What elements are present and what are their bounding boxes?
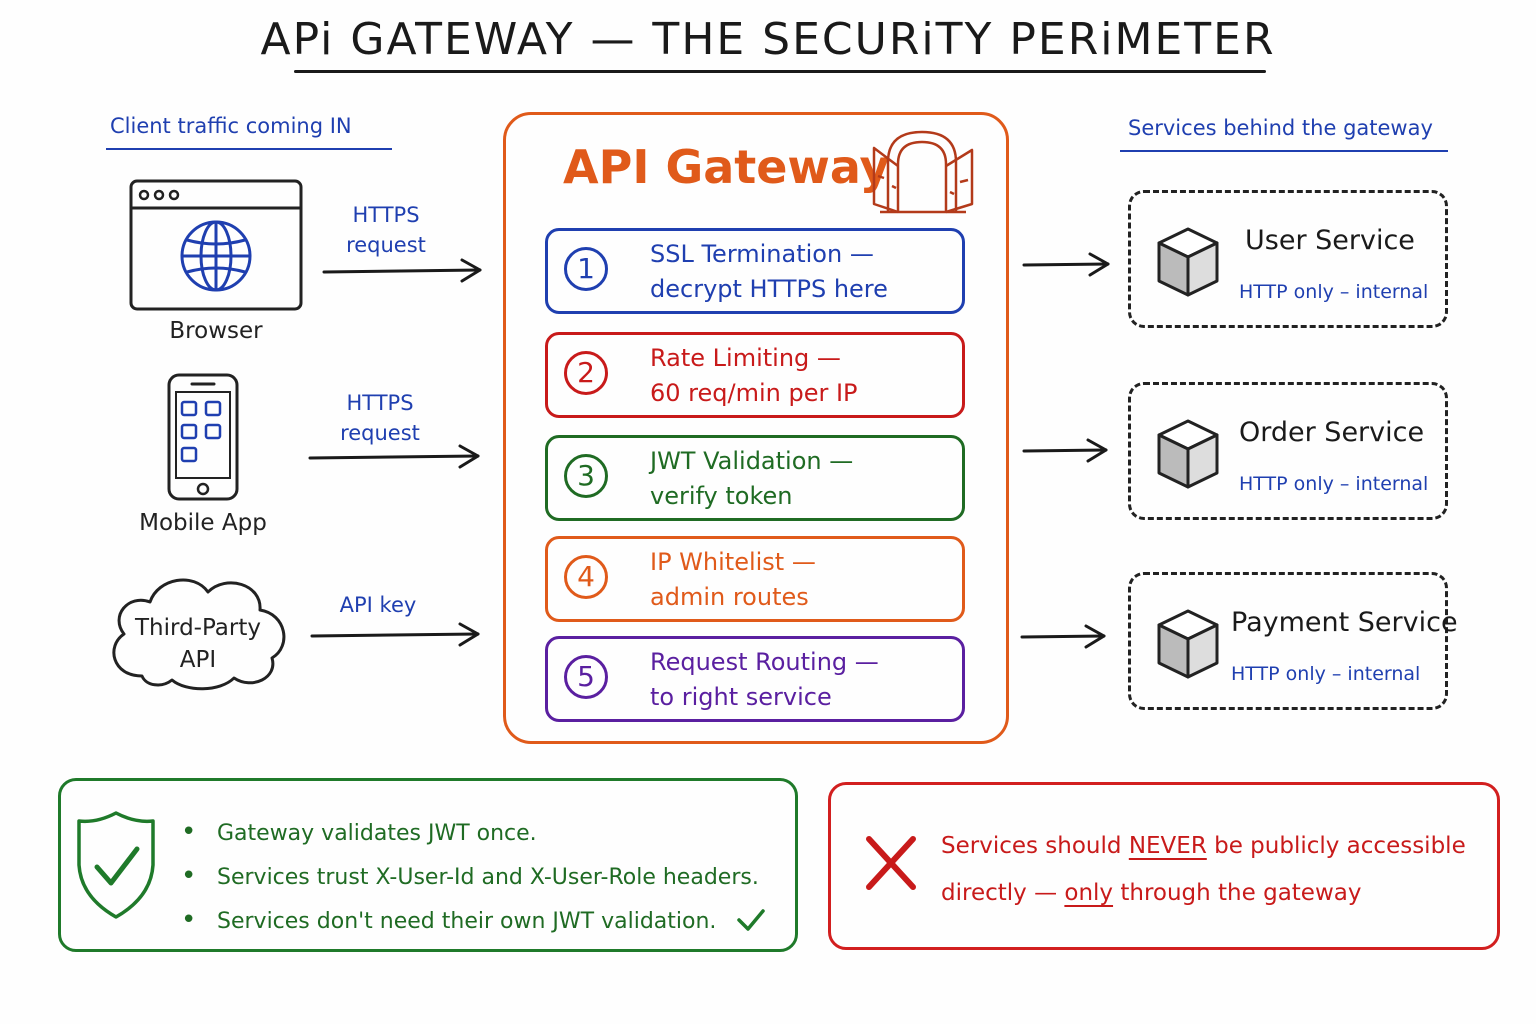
step-rate-limiting: 2 Rate Limiting — 60 req/min per IP — [545, 332, 965, 418]
clients-header-underline — [106, 148, 392, 150]
benefit-item: Services don't need their own JWT valida… — [181, 899, 766, 943]
arrow-browser-to-gateway — [322, 258, 482, 283]
service-subtitle: HTTP only – internal — [1231, 663, 1421, 685]
gate-icon — [872, 130, 974, 214]
third-party-label: Third-Party API — [102, 612, 294, 676]
service-subtitle: HTTP only – internal — [1239, 281, 1429, 303]
arrow-label-line: API key — [339, 593, 417, 617]
x-mark-icon — [866, 836, 916, 890]
step-title: IP Whitelist — — [650, 548, 816, 576]
step-detail: to right service — [650, 683, 832, 711]
globe-icon — [180, 220, 252, 292]
order-service-box: Order Service HTTP only – internal — [1128, 382, 1448, 520]
third-party-line2: API — [179, 647, 217, 673]
step-title: Rate Limiting — — [650, 344, 841, 372]
step-number: 1 — [564, 247, 608, 291]
warning-part: through the gateway — [1113, 880, 1362, 906]
warning-part: Services should — [941, 833, 1129, 859]
step-ssl-termination: 1 SSL Termination — decrypt HTTPS here — [545, 228, 965, 314]
gateway-title: API Gateway — [563, 140, 890, 194]
gateway-benefits-note: Gateway validates JWT once. Services tru… — [58, 778, 798, 952]
warning-emphasis-never: NEVER — [1128, 833, 1207, 859]
arrow-label-line: request — [340, 421, 420, 445]
checkmark-icon — [737, 909, 766, 931]
shield-check-icon — [77, 811, 155, 919]
step-number: 3 — [564, 454, 608, 498]
arrow-label-line: request — [346, 233, 426, 257]
gateway-container — [503, 112, 1009, 744]
step-number: 4 — [564, 555, 608, 599]
step-number: 5 — [564, 655, 608, 699]
cube-icon — [1157, 419, 1219, 489]
warning-part: be publicly accessible — [1206, 833, 1466, 859]
step-title: JWT Validation — — [650, 447, 854, 475]
step-detail: verify token — [650, 482, 793, 510]
services-header: Services behind the gateway — [1128, 116, 1433, 140]
arrow-mobile-to-gateway — [308, 444, 480, 469]
benefit-item: Gateway validates JWT once. — [181, 811, 766, 855]
benefit-item-text: Services don't need their own JWT valida… — [217, 909, 717, 934]
mobile-app-label: Mobile App — [139, 510, 267, 536]
service-name: Payment Service — [1231, 607, 1458, 638]
arrow-label-third-party: API key — [318, 590, 438, 620]
step-ip-whitelist: 4 IP Whitelist — admin routes — [545, 536, 965, 622]
arrow-label-line: HTTPS — [346, 391, 414, 415]
title-underline — [294, 70, 1266, 73]
phone-icon — [167, 373, 239, 501]
service-subtitle: HTTP only – internal — [1239, 473, 1429, 495]
user-service-box: User Service HTTP only – internal — [1128, 190, 1448, 328]
step-request-routing: 5 Request Routing — to right service — [545, 636, 965, 722]
arrow-gateway-to-payment-service — [1020, 624, 1106, 649]
warning-emphasis-only: only — [1064, 880, 1114, 906]
clients-header: Client traffic coming IN — [110, 114, 352, 138]
step-title: SSL Termination — — [650, 240, 874, 268]
step-detail: decrypt HTTPS here — [650, 275, 888, 303]
benefit-item: Services trust X-User-Id and X-User-Role… — [181, 855, 766, 899]
page-title: APi GATEWAY — THE SECURiTY PERiMETER — [260, 14, 1276, 65]
browser-label: Browser — [169, 318, 263, 344]
warning-text: Services should NEVER be publicly access… — [941, 823, 1466, 917]
cube-icon — [1157, 227, 1219, 297]
arrow-label-browser: HTTPS request — [326, 200, 446, 260]
arrow-gateway-to-order-service — [1022, 438, 1108, 463]
step-title: Request Routing — — [650, 648, 879, 676]
arrow-thirdparty-to-gateway — [310, 622, 480, 647]
warning-note: Services should NEVER be publicly access… — [828, 782, 1500, 950]
arrow-gateway-to-user-service — [1022, 252, 1110, 277]
arrow-label-mobile: HTTPS request — [320, 388, 440, 448]
browser-window-icon — [129, 179, 303, 311]
arrow-label-line: HTTPS — [352, 203, 420, 227]
service-name: User Service — [1245, 225, 1415, 256]
services-header-underline — [1120, 150, 1448, 152]
cloud-icon — [112, 578, 286, 691]
step-number: 2 — [564, 351, 608, 395]
step-detail: 60 req/min per IP — [650, 379, 858, 407]
step-detail: admin routes — [650, 583, 809, 611]
service-name: Order Service — [1239, 417, 1425, 448]
cube-icon — [1157, 609, 1219, 679]
warning-part: directly — — [941, 880, 1065, 906]
payment-service-box: Payment Service HTTP only – internal — [1128, 572, 1458, 710]
step-jwt-validation: 3 JWT Validation — verify token — [545, 435, 965, 521]
third-party-line1: Third-Party — [135, 615, 261, 641]
